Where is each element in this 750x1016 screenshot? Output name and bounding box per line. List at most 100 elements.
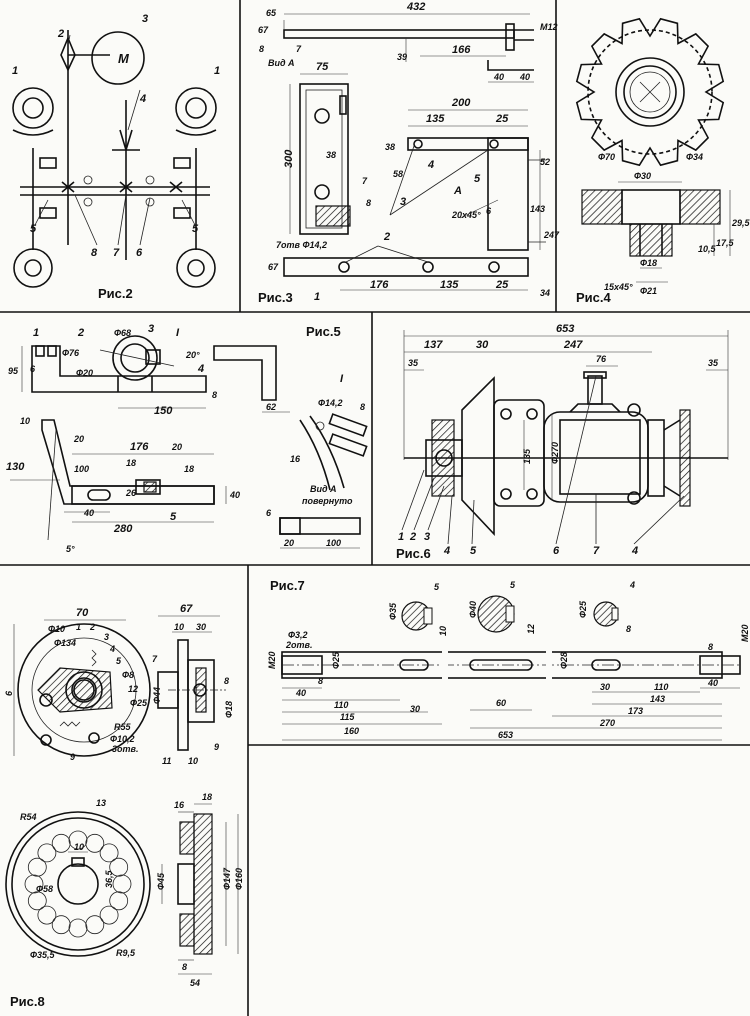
fig8-pulley-lobe (51, 833, 71, 853)
fig6-label-1: 1 (398, 531, 404, 543)
fig7-dim-110b: 110 (654, 682, 668, 692)
fig2-caption: Рис.2 (98, 286, 133, 301)
fig5-dim-d68: Ф68 (114, 328, 131, 338)
fig7-dim-160: 160 (344, 726, 359, 736)
fig6-label-2: 2 (409, 531, 416, 543)
fig8-label-8: 8 (224, 676, 229, 686)
fig7-dim-2holes: 2отв. (285, 640, 312, 650)
fig7-dim-8b: 8 (318, 676, 323, 686)
fig8-dim-r54: R54 (20, 812, 37, 822)
fig7-dim-143: 143 (650, 694, 665, 704)
fig5-dim-26: 26 (125, 488, 137, 498)
fig5-caption: Рис.5 (306, 324, 341, 339)
fig7-dim-d35: Ф35 (388, 602, 398, 620)
fig8-label-2: 2 (89, 622, 95, 632)
fig8-label-5: 5 (116, 656, 122, 666)
fig5-view-a-sub: повернуто (302, 496, 353, 506)
fig8-pulley-lobe (85, 833, 105, 853)
fig3-dim-34: 34 (540, 288, 550, 298)
fig6-dim-653: 653 (556, 323, 574, 335)
fig8-dim-d44: Ф44 (152, 687, 162, 704)
fig8-label-11: 11 (162, 756, 171, 766)
fig8-dim-18: 18 (202, 792, 212, 802)
fig8-dim-d45: Ф45 (156, 872, 166, 890)
fig8-dim-d160: Ф160 (234, 868, 244, 890)
fig3-view-a-arrow: А (453, 185, 462, 197)
fig3-dim-432: 432 (406, 1, 425, 13)
fig8-dim-r9-5: R9,5 (116, 948, 136, 958)
fig3-frame: 432 65 67 8 7 39 166 М12 40 40 Вид А 75 … (258, 1, 560, 305)
fig6-dim-35b: 35 (708, 358, 719, 368)
fig4-dim-d21: Ф21 (640, 286, 657, 296)
fig7-dim-60: 60 (496, 698, 506, 708)
fig3-label-2: 2 (383, 231, 390, 243)
fig5-dim-10: 10 (20, 416, 30, 426)
fig8-dim-30: 30 (196, 622, 206, 632)
fig5-dim-18a: 18 (126, 458, 136, 468)
fig5-bracket: 1 2 Ф68 3 I Ф76 95 6 Ф20 20° 4 8 150 62 … (6, 323, 368, 554)
fig8-pulley-lobe (109, 857, 129, 877)
fig7-dim-5b: 5 (510, 580, 516, 590)
fig3-label-1: 1 (314, 291, 320, 303)
fig3-dim-40b: 40 (519, 72, 530, 82)
fig8-dim-d58: Ф58 (36, 884, 53, 894)
fig3-label-6: 6 (486, 206, 492, 216)
fig5-dim-100: 100 (74, 464, 89, 474)
fig3-dim-65: 65 (266, 8, 277, 18)
fig8-dim-d147: Ф147 (222, 867, 232, 890)
fig4-dim-17-5: 17,5 (716, 238, 735, 248)
fig3-dim-143: 143 (530, 204, 545, 214)
fig8-label-1: 1 (76, 622, 81, 632)
fig4-sprocket-teeth (575, 17, 725, 167)
fig7-dim-m20b: М20 (740, 624, 750, 642)
fig6-label-3: 3 (424, 531, 430, 543)
fig6-label-4b: 4 (631, 545, 638, 557)
fig7-dim-d40: Ф40 (468, 601, 478, 618)
fig8-dim-d134: 6 (4, 690, 14, 696)
fig3-dim-176: 176 (370, 279, 389, 291)
fig2-label-8: 8 (91, 247, 98, 259)
fig8-dim-70: 70 (76, 607, 89, 619)
fig8-dim-36-5: 36,5 (104, 869, 114, 888)
fig6-label-6: 6 (553, 545, 560, 557)
fig7-dim-12: 12 (526, 624, 536, 634)
fig8-dim-d18: Ф18 (224, 701, 234, 718)
fig8-label-12: 12 (128, 684, 138, 694)
fig3-dim-7: 7 (296, 44, 302, 54)
fig6-dim-d270: Ф270 (550, 442, 560, 464)
fig5-dim-95: 95 (8, 366, 19, 376)
fig4-sprocket-outline (575, 17, 725, 167)
fig3-caption: Рис.3 (258, 290, 293, 305)
fig8-pulley-lobe (68, 918, 88, 938)
fig6-caption: Рис.6 (396, 546, 431, 561)
fig5-view-a-label: Вид А (310, 484, 337, 494)
fig3-dim-chamfer: 20х45° (451, 210, 481, 220)
fig3-dim-135a: 135 (426, 113, 445, 125)
fig3-dim-75: 75 (316, 61, 329, 73)
fig8-pulley-lobe (51, 915, 71, 935)
fig8-label-7: 7 (152, 654, 158, 664)
fig4-caption: Рис.4 (576, 290, 612, 305)
fig8-dim-d8: Ф134 (54, 638, 76, 648)
fig8-pulley-lobe (68, 830, 88, 850)
fig7-dim-10: 10 (438, 626, 448, 636)
fig8-label-6: Ф8 (122, 670, 134, 680)
fig8-pulley-lobe (109, 891, 129, 911)
fig8-pulley-lobe (112, 874, 132, 894)
fig5-dim-6: 6 (266, 508, 272, 518)
fig3-dim-25a: 25 (495, 113, 509, 125)
fig8-pulley-lobe (85, 915, 105, 935)
fig3-dim-52: 52 (540, 157, 550, 167)
fig8-dim-r55: R55 (114, 722, 132, 732)
fig3-dim-67b: 67 (268, 262, 279, 272)
fig5-label-5: 5 (170, 511, 177, 523)
fig5-dim-20c: 20 (283, 538, 294, 548)
fig2-label-3: 3 (142, 13, 148, 25)
fig2-label-5-left: 5 (30, 223, 37, 235)
fig5-section-i: I (176, 327, 180, 339)
fig5-dim-5deg: 5° (66, 544, 75, 554)
fig2-label-1-right: 1 (214, 65, 220, 77)
fig8-dim-d25: Ф25 (130, 698, 148, 708)
